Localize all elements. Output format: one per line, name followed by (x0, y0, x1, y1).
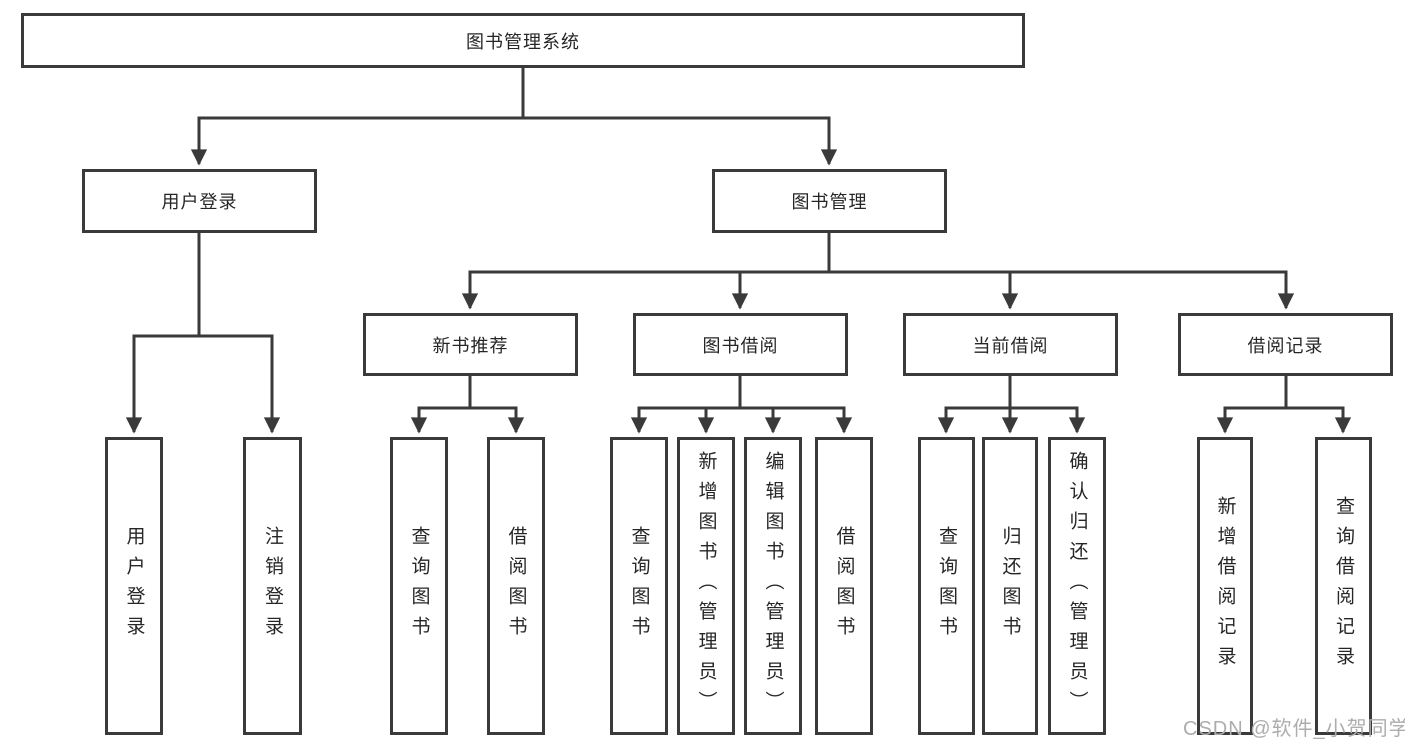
leaf-logout: 注销登录 (243, 437, 302, 735)
connector-trunks (132, 66, 1345, 410)
leaf-add-borrow-record: 新增借阅记录 (1197, 437, 1253, 735)
leaf-confirm-return-admin: 确认归还（管理员） (1048, 437, 1106, 735)
node-book-borrowing: 图书借阅 (633, 313, 848, 376)
leaf-add-borrow-record-label: 新增借阅记录 (1214, 496, 1236, 676)
leaf-borrow-books-label: 借阅图书 (833, 526, 855, 646)
node-new-book-recommend: 新书推荐 (363, 313, 578, 376)
leaf-edit-book-admin-label: 编辑图书（管理员） (762, 451, 784, 721)
leaf-query-books-borrowing-label: 查询图书 (628, 526, 650, 646)
leaf-confirm-return-admin-label: 确认归还（管理员） (1066, 451, 1088, 721)
leaf-return-book-label: 归还图书 (999, 526, 1021, 646)
leaf-edit-book-admin: 编辑图书（管理员） (744, 437, 802, 735)
leaf-borrow-books-recommend-label: 借阅图书 (505, 526, 527, 646)
csdn-watermark: CSDN @软件_小贺同学 (1183, 718, 1405, 740)
leaf-query-books-borrowing: 查询图书 (610, 437, 668, 735)
leaf-query-books-recommend-label: 查询图书 (408, 526, 430, 646)
node-current-borrowing: 当前借阅 (903, 313, 1118, 376)
leaf-return-book: 归还图书 (982, 437, 1038, 735)
leaf-borrow-books: 借阅图书 (815, 437, 873, 735)
node-library-management-system: 图书管理系统 (21, 13, 1025, 68)
leaf-query-books-recommend: 查询图书 (390, 437, 448, 735)
leaf-user-login-label: 用户登录 (123, 526, 145, 646)
node-book-management-branch: 图书管理 (712, 169, 947, 233)
leaf-add-book-admin: 新增图书（管理员） (677, 437, 735, 735)
leaf-add-book-admin-label: 新增图书（管理员） (695, 451, 717, 721)
leaf-query-books-current: 查询图书 (918, 437, 975, 735)
node-user-login-branch: 用户登录 (82, 169, 317, 233)
leaf-logout-label: 注销登录 (262, 526, 283, 646)
node-borrow-records: 借阅记录 (1178, 313, 1393, 376)
leaf-query-borrow-record-label: 查询借阅记录 (1333, 496, 1354, 676)
leaf-query-books-current-label: 查询图书 (936, 526, 957, 646)
leaf-query-borrow-record: 查询借阅记录 (1315, 437, 1372, 735)
leaf-borrow-books-recommend: 借阅图书 (487, 437, 545, 735)
leaf-user-login: 用户登录 (105, 437, 163, 735)
